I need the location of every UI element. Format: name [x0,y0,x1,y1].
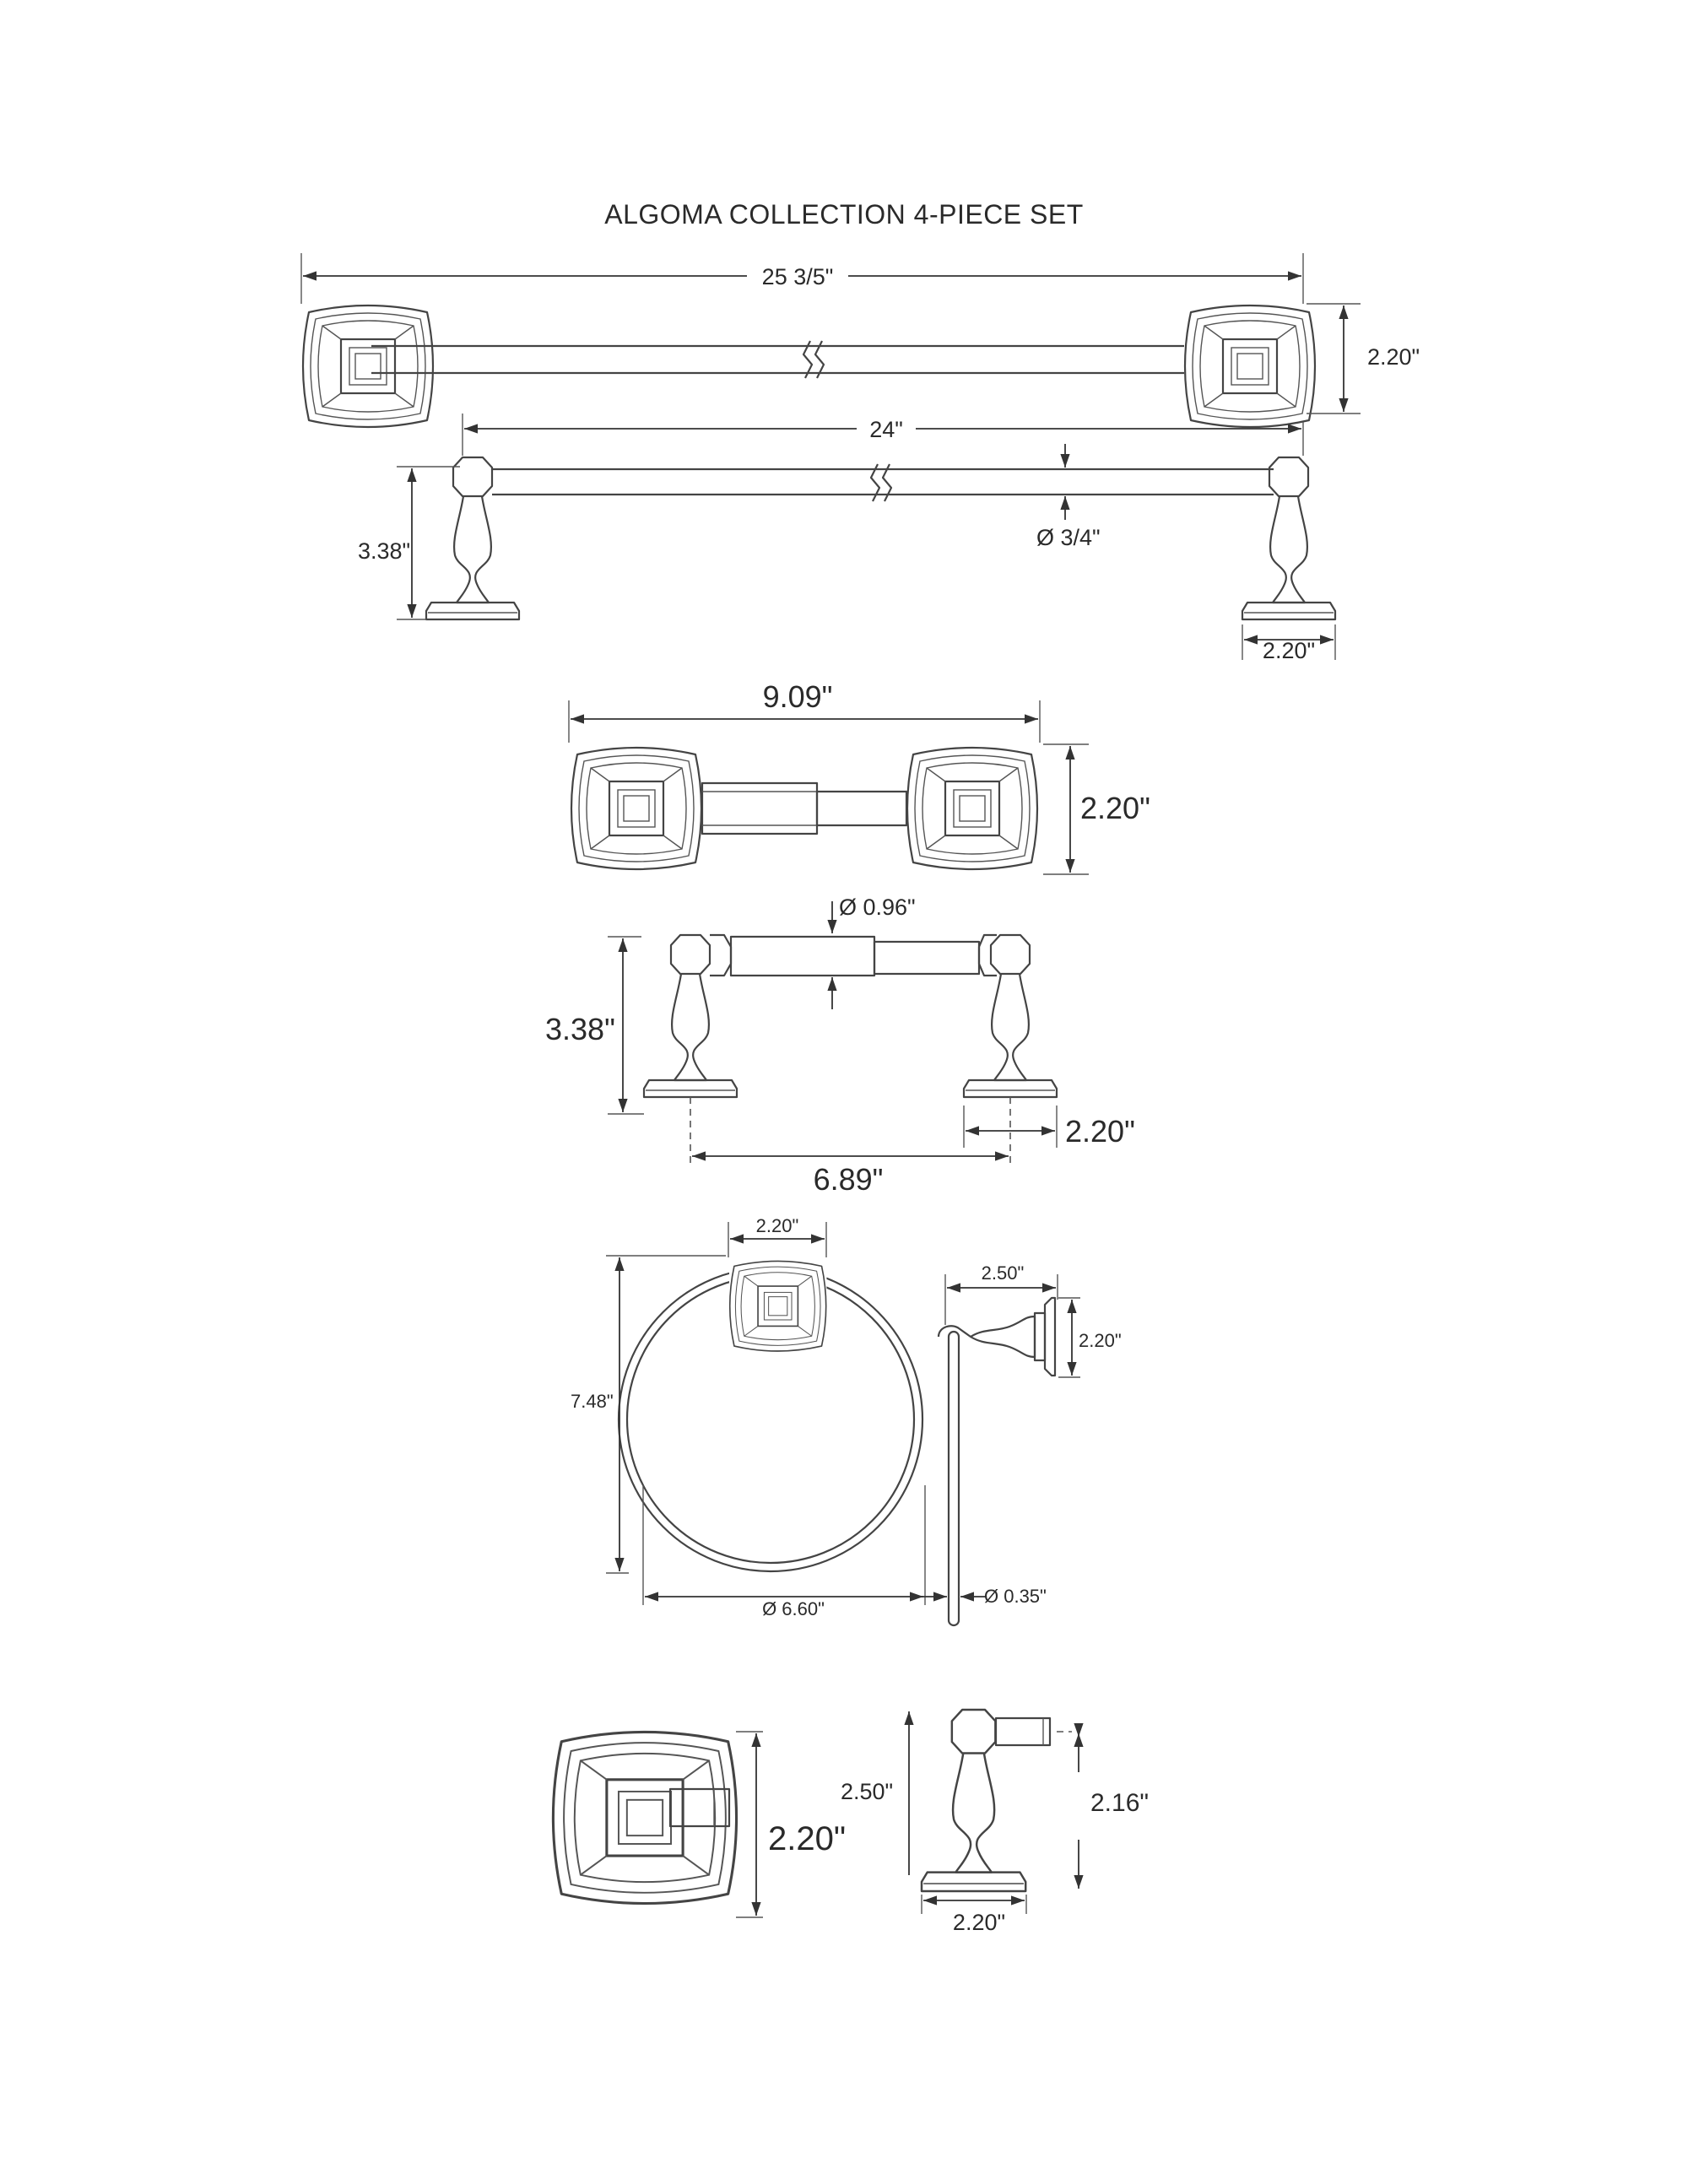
towel-bar-rosette-height-label: 2.20" [1367,344,1420,370]
robe-hook-front-view: 2.20" [551,1730,846,1918]
towel-bar-base-width-label: 2.20" [1263,638,1315,663]
paper-holder-right-rosette [906,746,1039,871]
towel-bar-left-post [425,456,521,621]
paper-holder-diameter-label: Ø 0.96" [839,895,916,920]
towel-bar-length-label: 24" [869,417,903,442]
robe-hook-side-view: 2.50" 2.16" 2.20" [841,1708,1149,1935]
paper-holder-left-post [642,933,738,1099]
towel-ring-front-view: 2.20" 7.48" Ø 6.60" [571,1215,926,1619]
towel-ring-projection-label: 2.50" [982,1262,1025,1284]
towel-bar-left-rosette [301,304,435,429]
robe-hook-post [920,1708,1027,1893]
paper-holder-post-spacing-label: 6.89" [814,1162,884,1197]
paper-holder-post-height-label: 3.38" [545,1012,615,1046]
robe-hook-height-label: 2.16" [1090,1789,1149,1817]
towel-ring-rosette-width-label: 2.20" [756,1215,799,1236]
towel-ring-diameter-label: Ø 6.60" [762,1598,825,1619]
towel-ring-side-view: 2.50" 2.20" Ø 0.35" [920,1262,1122,1627]
towel-bar-diameter-label: Ø 3/4" [1036,525,1101,550]
towel-bar-right-rosette [1183,304,1317,429]
towel-ring-side-height-label: 2.20" [1079,1330,1122,1351]
towel-bar-overall-width-label: 25 3/5" [762,264,834,289]
paper-holder-base-width-label: 2.20" [1065,1114,1135,1149]
paper-holder-right-post [962,933,1058,1099]
towel-bar-post-height-label: 3.38" [358,538,410,564]
towel-ring-overall-height-label: 7.48" [571,1391,614,1412]
robe-hook-rosette [551,1730,738,1906]
paper-holder-top-view: 9.09" 2.20" [568,679,1150,875]
robe-hook-projection-label: 2.50" [841,1779,893,1804]
sheet-title: ALGOMA COLLECTION 4-PIECE SET [604,199,1084,230]
paper-holder-overall-width-label: 9.09" [763,679,833,714]
towel-bar-top-view: 25 3/5" 2.20" [300,253,1420,429]
paper-holder-left-rosette [570,746,703,871]
paper-holder-rosette-height-label: 2.20" [1080,791,1150,825]
paper-holder-side-view: Ø 0.96" 3.38" 6.89" 2.20" [545,895,1135,1197]
towel-bar-side-view: 24" Ø 3/4" 3.38" 2.20" [358,414,1337,663]
towel-bar-right-post [1241,456,1337,621]
robe-hook-rosette-height-label: 2.20" [768,1820,846,1857]
robe-hook-base-width-label: 2.20" [953,1910,1005,1935]
towel-ring-thickness-label: Ø 0.35" [984,1586,1047,1607]
